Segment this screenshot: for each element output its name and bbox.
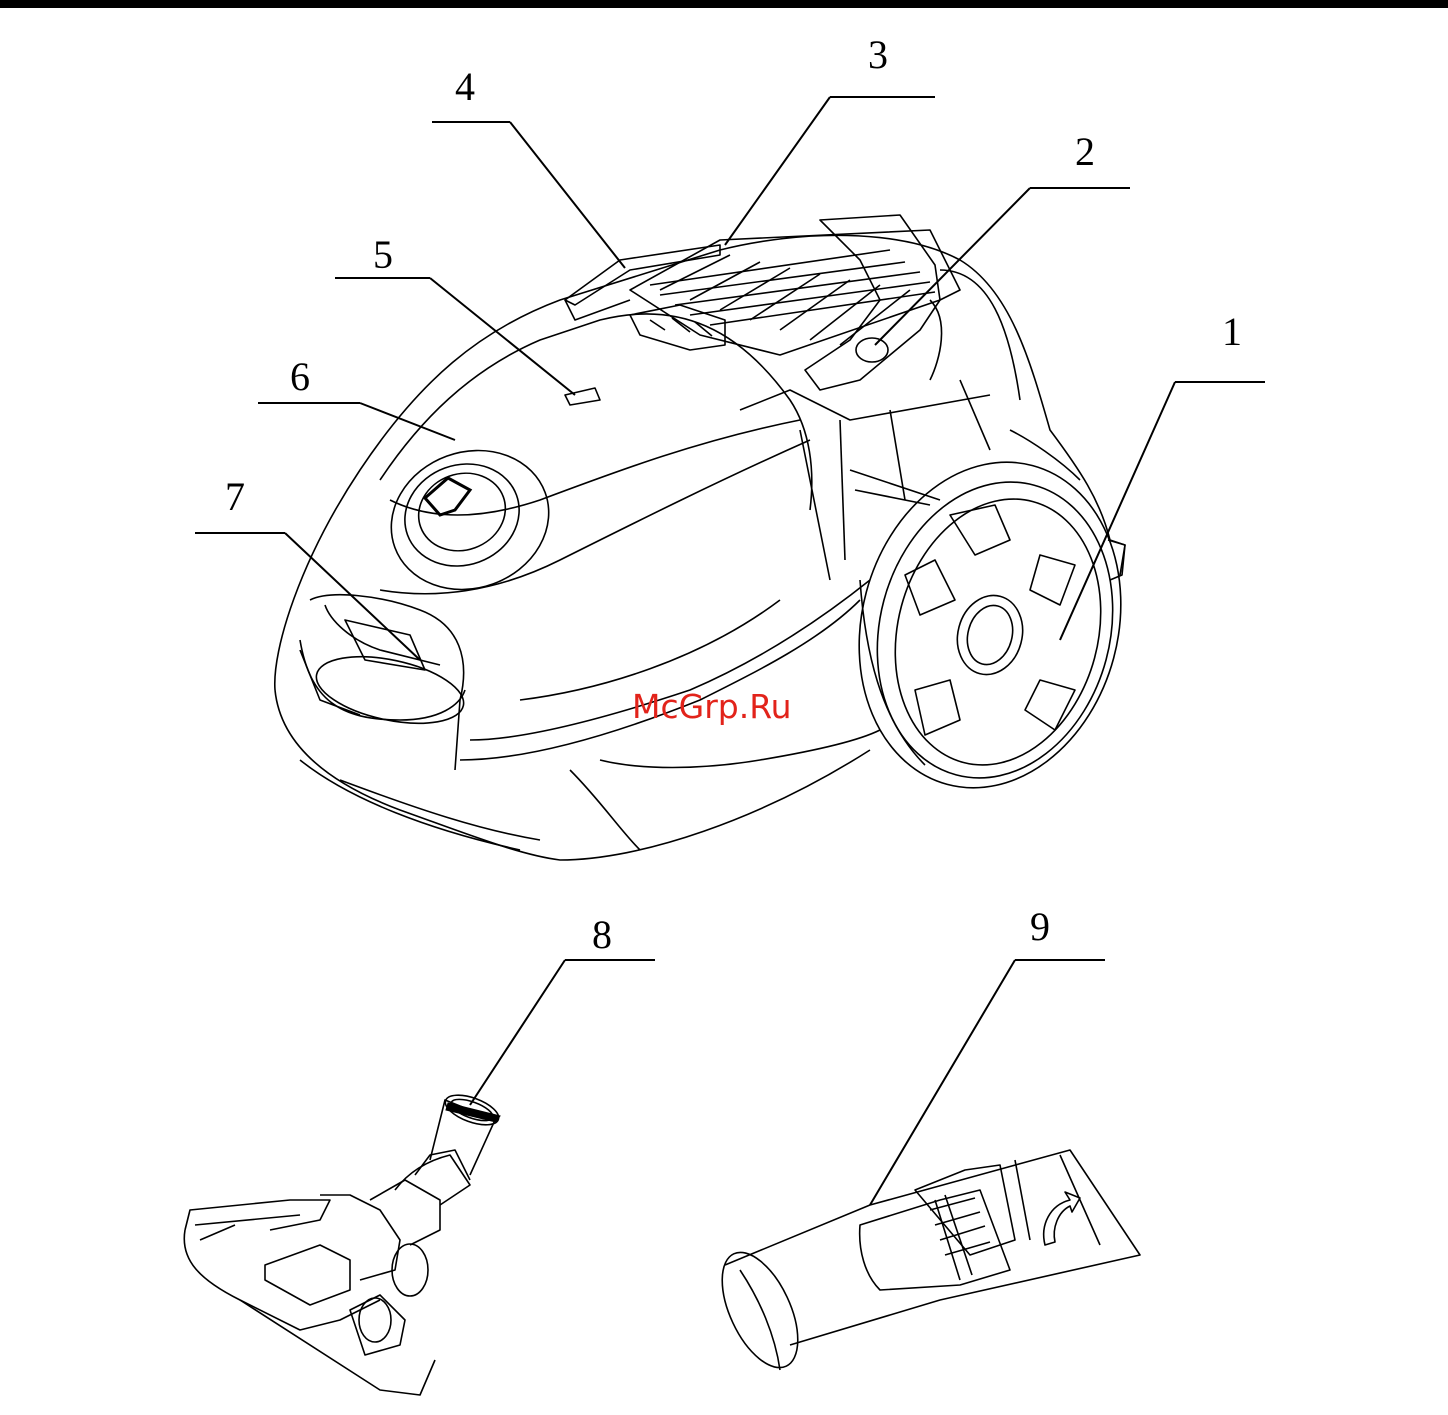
watermark-text: McGrp.Ru — [632, 687, 792, 726]
callout-numbers: 1 2 3 4 5 6 7 8 9 — [225, 32, 1242, 957]
floor-brush-nozzle — [184, 1089, 502, 1395]
callout-7: 7 — [225, 474, 245, 519]
callout-9: 9 — [1030, 904, 1050, 949]
callout-1: 1 — [1222, 309, 1242, 354]
callout-8: 8 — [592, 912, 612, 957]
callout-3: 3 — [868, 32, 888, 77]
crevice-brush-tool — [707, 1150, 1140, 1379]
callout-4: 4 — [455, 64, 475, 109]
callout-2: 2 — [1075, 129, 1095, 174]
callout-6: 6 — [290, 354, 310, 399]
leader-lines — [195, 97, 1265, 1205]
rear-wheel — [824, 432, 1157, 817]
callout-5: 5 — [373, 232, 393, 277]
